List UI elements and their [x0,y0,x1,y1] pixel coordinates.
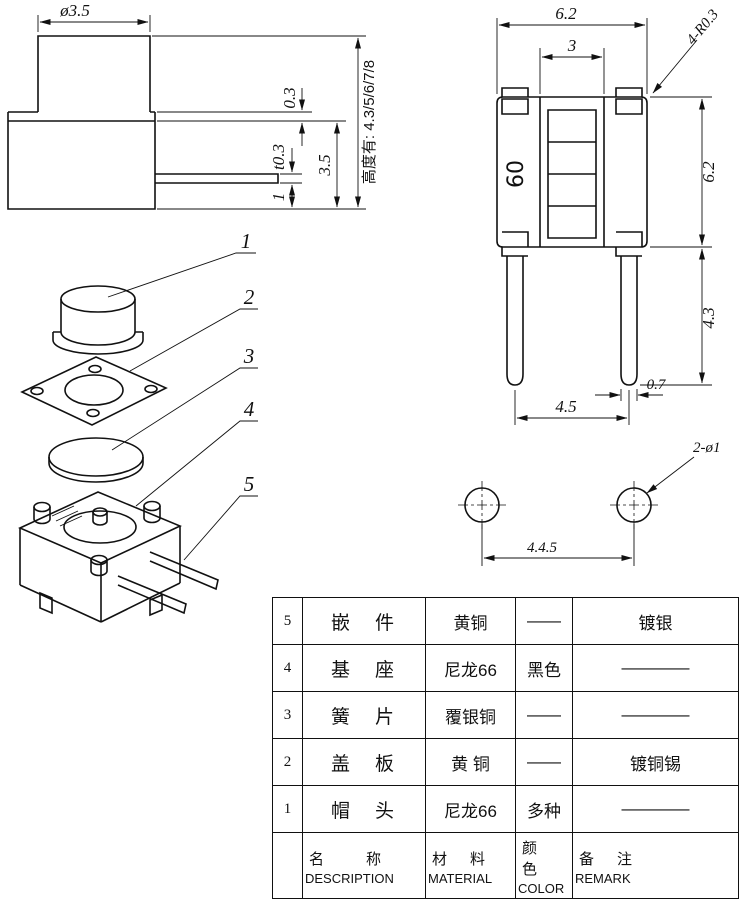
header-description: 名 称 DESCRIPTION [302,832,426,899]
dim-plate-step: 0.3 [280,87,299,108]
table-row: 3 簧 片 覆银铜 —— ———— [272,691,739,739]
header-material-cn: 材 料 [432,850,490,868]
dim-corner-radius: 4-R0.3 [684,7,722,48]
dim-inner-width: 3 [567,36,577,55]
pin-inserts-part [117,551,219,615]
dim-terminal-height: 1 [269,193,288,202]
header-color: 颜 色 COLOR [515,832,573,899]
dim-overall-height: 6.2 [699,161,718,183]
part-number: 4 [272,644,303,692]
bottom-view-dimension-lines [481,456,695,566]
body-marking: 60 [504,160,529,188]
table-row: 5 嵌 件 黄铜 —— 镀银 [272,597,739,645]
switch-body-outline [496,96,648,248]
table-row: 1 帽 头 尼龙66 多种 ———— [272,785,739,833]
table-header-row: 名 称 DESCRIPTION 材 料 MATERIAL 颜 色 COLOR 备… [272,832,739,899]
part-material: 尼龙66 [425,644,516,692]
front-view: 6.2 3 4-R0.3 6.2 4.3 0.7 4.5 60 [496,4,722,425]
part-material: 黄铜 [425,597,516,645]
part-number: 5 [272,597,303,645]
part-material: 尼龙66 [425,785,516,833]
part-name: 帽 头 [302,785,426,833]
part-material: 覆银铜 [425,691,516,739]
dim-overall-width: 6.2 [555,4,577,23]
part-color: —— [515,691,573,739]
balloon-leaders [107,252,258,561]
dim-body-height: 3.5 [315,154,334,176]
cap-outline [37,35,151,112]
part-remark: 镀铜锡 [572,738,739,786]
header-material: 材 料 MATERIAL [425,832,516,899]
base-part [18,491,182,623]
corner-blocks [501,98,643,247]
dim-terminal-thickness: t0.3 [269,144,288,170]
exploded-view: 1 2 3 4 5 [18,229,258,623]
header-description-cn: 名 称 [309,850,386,868]
base-hatch-marks [51,505,83,527]
part-name: 嵌 件 [302,597,426,645]
parts-table: 5 嵌 件 黄铜 —— 镀银 4 基 座 尼龙66 黑色 ———— 3 簧 片 … [272,597,739,899]
centerlines [458,481,658,529]
part-remark: 镀银 [572,597,739,645]
dim-cap-diameter: ø3.5 [59,1,90,20]
part-number: 3 [272,691,303,739]
part-number: 1 [272,785,303,833]
inner-walls [539,97,605,247]
dim-pin-pitch: 4.5 [555,397,576,416]
part-remark: ———— [572,644,739,692]
cover-plate-part [20,356,168,426]
part-color: —— [515,597,573,645]
dim-hole-pitch: 4.4.5 [527,540,558,556]
header-empty [272,832,303,899]
header-remark: 备 注 REMARK [572,832,739,899]
balloon-4: 4 [244,397,255,421]
part-remark: ———— [572,785,739,833]
part-name: 盖 板 [302,738,426,786]
pin-left [506,256,524,386]
dim-pin-length: 4.3 [699,307,718,328]
body-outline [7,112,156,210]
side-view: ø3.5 0.3 t0.3 3.5 1 高度有: 4.3/5/6/7/8 [7,1,378,210]
height-options-note: 高度有: 4.3/5/6/7/8 [361,60,378,184]
balloon-5: 5 [244,472,255,496]
table-row: 4 基 座 尼龙66 黑色 ———— [272,644,739,692]
bottom-view: 2-ø1 4.4.5 [458,440,721,566]
header-material-en: MATERIAL [428,870,493,886]
side-view-dimension-lines [37,15,366,210]
part-number: 2 [272,738,303,786]
bottom-tabs [501,247,642,257]
table-row: 2 盖 板 黄 铜 —— 镀铜锡 [272,738,739,786]
balloon-2: 2 [244,285,255,309]
top-tabs [501,87,643,97]
center-ladder [547,109,597,239]
balloon-3: 3 [243,344,255,368]
part-remark: ———— [572,691,739,739]
part-color: —— [515,738,573,786]
header-remark-en: REMARK [575,870,631,886]
cap-part [52,285,144,355]
part-material: 黄 铜 [425,738,516,786]
dim-pin-width: 0.7 [647,377,667,393]
header-color-cn: 颜 色 [522,840,561,878]
balloon-1: 1 [241,229,252,253]
header-description-en: DESCRIPTION [305,870,394,886]
header-color-en: COLOR [518,881,565,896]
terminal-outline [155,173,279,184]
part-color: 黑色 [515,644,573,692]
pin-right [620,256,638,386]
front-view-dimension-lines [496,18,712,425]
part-name: 簧 片 [302,691,426,739]
dim-hole-callout: 2-ø1 [693,440,721,456]
part-name: 基 座 [302,644,426,692]
part-color: 多种 [515,785,573,833]
spring-disc-part [48,437,144,483]
header-remark-cn: 备 注 [579,850,637,868]
